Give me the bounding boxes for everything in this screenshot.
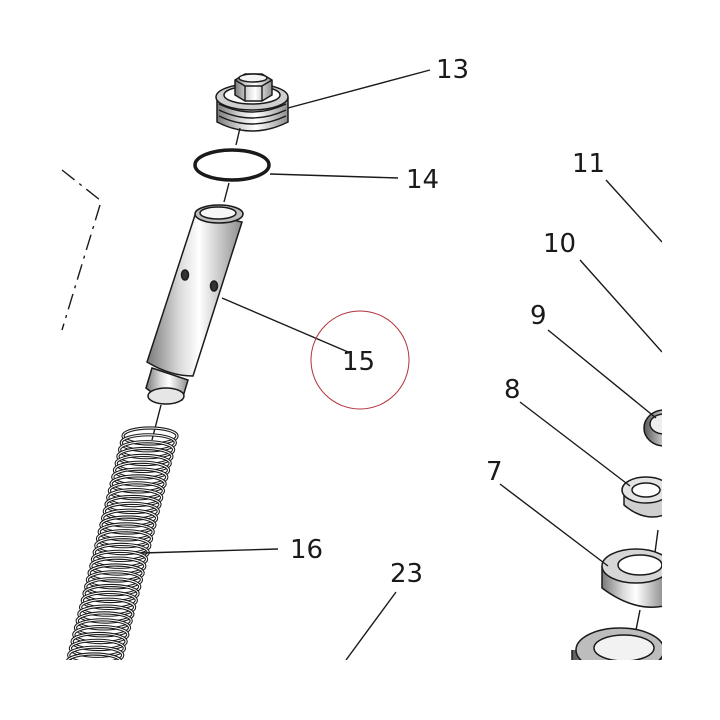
spring-coil-highlight: [113, 461, 170, 479]
part-15-pin: [145, 204, 244, 405]
spring-coil-highlight: [73, 626, 129, 644]
spring-coil-highlight: [95, 537, 151, 555]
dashed-frame-left: [61, 169, 101, 331]
spring-coil-highlight: [90, 557, 146, 575]
spring-coil-highlight: [78, 605, 134, 623]
part-8-washer: [621, 476, 662, 518]
spring-coil-highlight: [88, 564, 144, 582]
callout-8: 8: [504, 375, 521, 405]
callout-23: 23: [390, 559, 423, 589]
leader-15: [221, 297, 349, 353]
spring-coil-highlight: [112, 468, 168, 486]
spring-coil-highlight: [107, 489, 163, 507]
leader-8: [519, 401, 631, 487]
spring-coil-highlight: [69, 639, 125, 657]
callout-15: 15: [342, 347, 375, 377]
spring-coil-highlight: [100, 516, 156, 534]
spring-coil-highlight: [119, 441, 175, 459]
spring-coil-highlight: [76, 612, 132, 630]
spring-coil-highlight: [120, 434, 176, 452]
spring-coil-highlight: [98, 523, 154, 541]
spring-coil-highlight: [83, 584, 139, 603]
spring-coil-highlight: [74, 619, 131, 637]
spring-coil-highlight: [81, 591, 137, 609]
callout-16: 16: [290, 535, 323, 565]
part-14-o-ring: [193, 148, 271, 182]
leader-13: [287, 69, 431, 109]
callout-10: 10: [543, 229, 576, 259]
spring-coil-highlight: [102, 509, 158, 527]
axis-line-13-14: [235, 127, 241, 146]
callout-14: 14: [406, 165, 439, 195]
callout-13: 13: [436, 55, 469, 85]
highlight-circle: [310, 310, 410, 410]
spring-coil-highlight: [68, 646, 124, 660]
part-13-hex-plug: [215, 73, 289, 132]
spring-coil-highlight: [105, 495, 161, 514]
callout-11: 11: [572, 149, 605, 179]
spring-coil-highlight: [108, 482, 164, 500]
spring-coil-highlight: [122, 427, 178, 445]
spring-coil-highlight: [115, 454, 171, 472]
spring-coil-highlight: [110, 475, 166, 493]
spring-coil-highlight: [117, 447, 173, 466]
leader-10: [579, 259, 662, 353]
axis-line-14-15: [223, 182, 230, 203]
spring-coil-highlight: [67, 653, 121, 660]
part-7-sleeve: [601, 548, 662, 608]
leader-7: [499, 483, 609, 567]
spring-coil-highlight: [96, 530, 153, 548]
leader-11: [605, 179, 662, 243]
spring-coil-highlight: [91, 550, 148, 568]
leader-14: [269, 173, 399, 179]
leader-16: [141, 548, 279, 554]
callout-7: 7: [486, 457, 503, 487]
spring-coil-highlight: [86, 571, 142, 589]
spring-coil-highlight: [80, 598, 136, 616]
part-16-spring: [65, 426, 179, 660]
leader-23: [345, 591, 397, 660]
part-bottom-nut: [571, 627, 662, 660]
callout-9: 9: [530, 301, 547, 331]
part-9-bearing: [643, 409, 662, 447]
spring-coil-highlight: [103, 502, 159, 520]
spring-coil-highlight: [71, 632, 127, 651]
leader-9: [547, 329, 657, 419]
spring-coil-highlight: [85, 578, 141, 596]
